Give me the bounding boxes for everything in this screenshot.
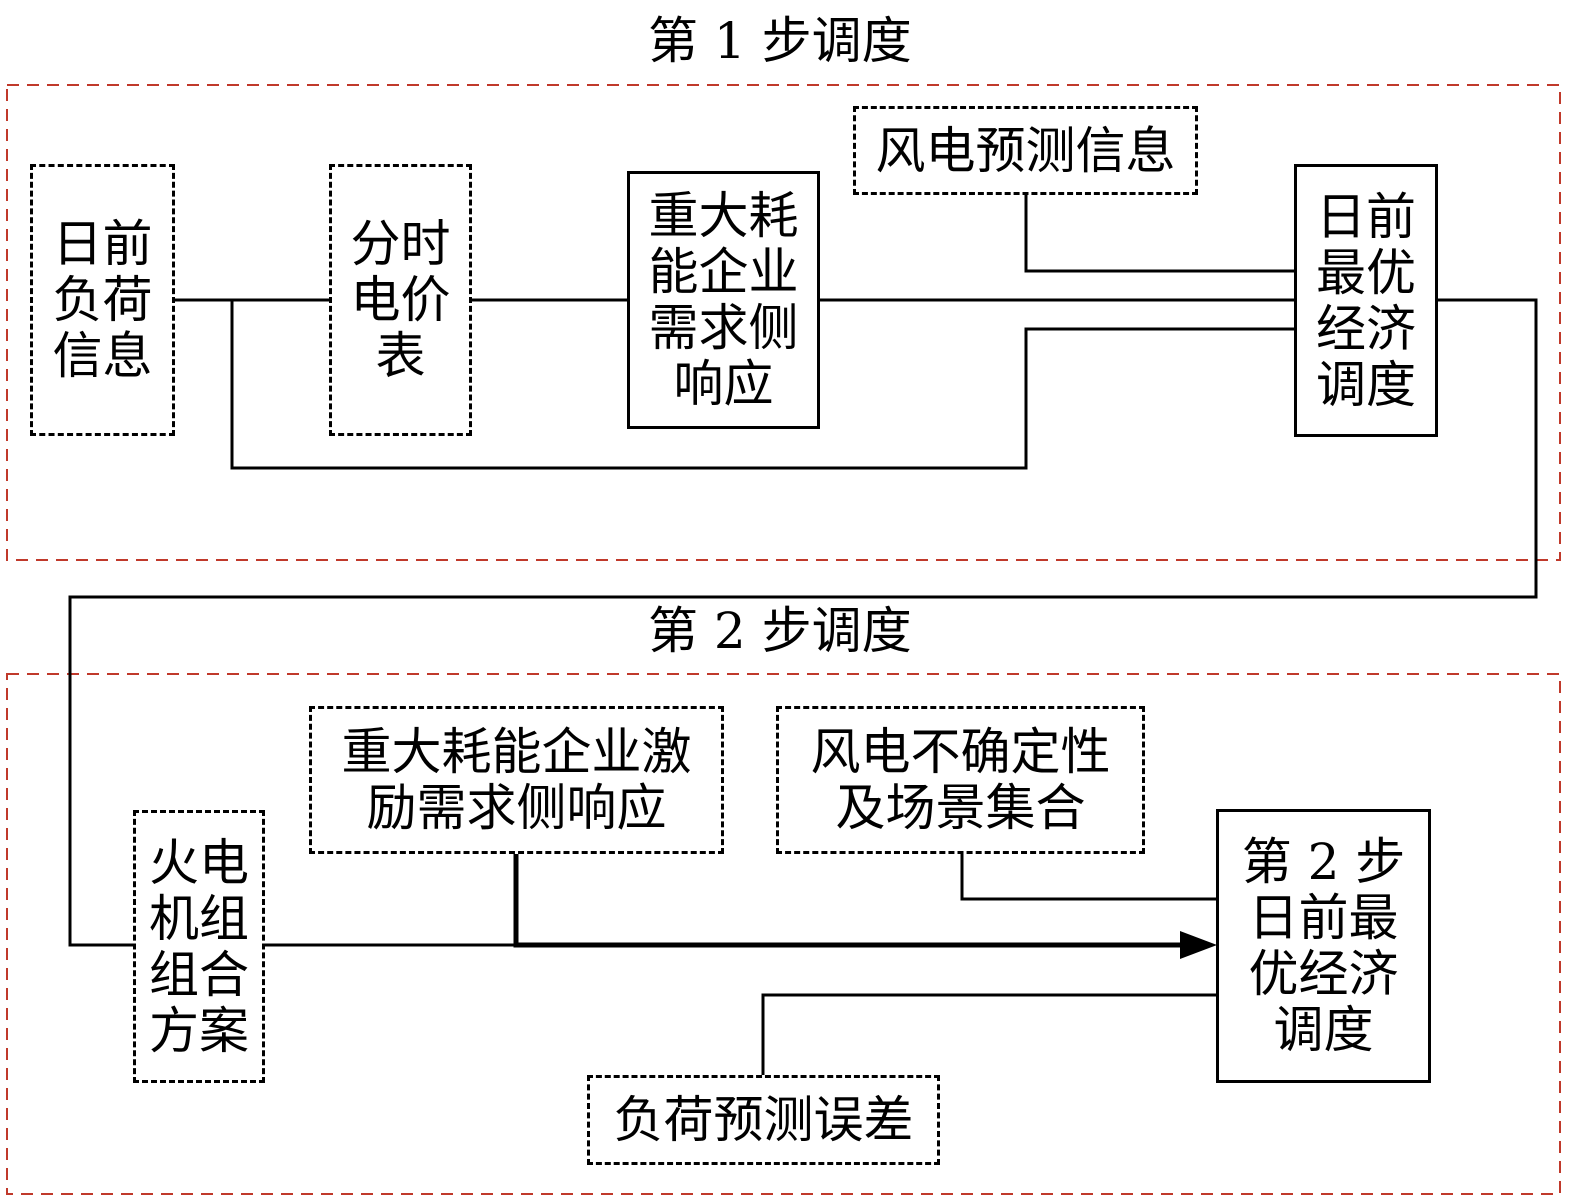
day-ahead-load-box: 日前 负荷 信息 bbox=[30, 164, 175, 436]
stage1-title: 第 1 步调度 bbox=[648, 12, 912, 70]
incentive-dr-line-2: 励需求侧响应 bbox=[366, 779, 667, 837]
stage1-dispatch-box: 日前 最优 经济 调度 bbox=[1294, 164, 1438, 437]
connector-load-error-to-dispatch bbox=[761, 993, 1217, 1076]
day-ahead-load-line-1: 日前 bbox=[52, 215, 153, 273]
day-ahead-load-line-3: 信息 bbox=[52, 327, 153, 385]
arrowhead-icon bbox=[1180, 931, 1217, 959]
stage1-dispatch-line-3: 经济 bbox=[1316, 299, 1416, 358]
wind-uncertainty-line-2: 及场景集合 bbox=[835, 779, 1086, 837]
day-ahead-load-line-2: 负荷 bbox=[52, 271, 153, 329]
connector-incentive-dr-arrow bbox=[513, 853, 1180, 948]
unit-commitment-line-4: 方案 bbox=[149, 1001, 249, 1060]
stage2-dispatch-line-3: 优经济 bbox=[1248, 945, 1399, 1003]
stage2-dispatch-line-1: 第 2 步 bbox=[1241, 833, 1406, 891]
load-error-label: 负荷预测误差 bbox=[613, 1091, 914, 1149]
stage1-dispatch-line-2: 最优 bbox=[1316, 243, 1416, 302]
stage2-dispatch-line-4: 调度 bbox=[1273, 1001, 1374, 1059]
wind-forecast-box: 风电预测信息 bbox=[853, 106, 1198, 195]
tou-price-line-2: 电价 bbox=[350, 271, 451, 329]
unit-commitment-box: 火电 机组 组合 方案 bbox=[133, 810, 265, 1083]
unit-commitment-line-3: 组合 bbox=[149, 945, 249, 1004]
wind-uncertainty-line-1: 风电不确定性 bbox=[810, 723, 1111, 781]
stage1-region bbox=[6, 84, 1561, 561]
stage2-title: 第 2 步调度 bbox=[648, 602, 912, 660]
connector-wind-uncertainty-to-dispatch bbox=[960, 853, 1217, 901]
tou-price-line-3: 表 bbox=[375, 327, 426, 385]
incentive-dr-box: 重大耗能企业激 励需求侧响应 bbox=[309, 706, 724, 854]
connector-load-bypass bbox=[230, 300, 1296, 470]
stage1-dispatch-line-1: 日前 bbox=[1316, 187, 1416, 246]
dr-line-3: 需求侧 bbox=[648, 299, 799, 357]
connector-wind-to-dispatch bbox=[1024, 194, 1296, 273]
dr-box: 重大耗 能企业 需求侧 响应 bbox=[627, 171, 820, 429]
stage2-region bbox=[6, 673, 1561, 1195]
dr-line-4: 响应 bbox=[673, 355, 774, 413]
wind-forecast-label: 风电预测信息 bbox=[875, 121, 1176, 180]
stage1-dispatch-line-4: 调度 bbox=[1316, 355, 1416, 414]
stage2-dispatch-box: 第 2 步 日前最 优经济 调度 bbox=[1216, 809, 1431, 1083]
wind-uncertainty-box: 风电不确定性 及场景集合 bbox=[776, 706, 1145, 854]
tou-price-line-1: 分时 bbox=[350, 215, 451, 273]
dr-line-2: 能企业 bbox=[648, 243, 799, 301]
unit-commitment-line-1: 火电 bbox=[149, 833, 249, 892]
tou-price-box: 分时 电价 表 bbox=[329, 164, 472, 436]
connector-stage1-to-stage2 bbox=[68, 298, 1538, 947]
load-error-box: 负荷预测误差 bbox=[587, 1075, 940, 1165]
incentive-dr-line-1: 重大耗能企业激 bbox=[341, 723, 692, 781]
unit-commitment-line-2: 机组 bbox=[149, 889, 249, 948]
stage2-dispatch-line-2: 日前最 bbox=[1248, 889, 1399, 947]
dr-line-1: 重大耗 bbox=[648, 187, 799, 245]
